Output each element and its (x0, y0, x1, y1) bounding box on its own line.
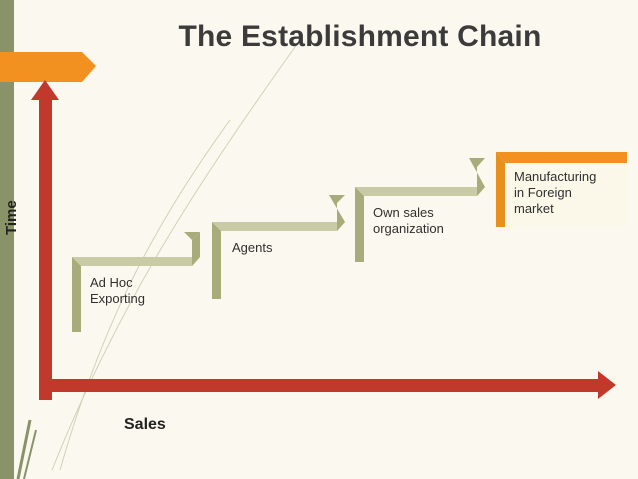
sales-axis-arrow (39, 371, 616, 399)
step-2-shape (212, 195, 345, 299)
step-label-manufacturing-in-foreign-market: Manufacturing in Foreign market (514, 169, 597, 216)
step-1-shape (72, 232, 200, 332)
step-3-shape (355, 158, 485, 262)
slide-title: The Establishment Chain (178, 20, 542, 53)
sales-axis-label: Sales (124, 416, 166, 433)
time-axis-arrow (31, 80, 59, 400)
time-axis-label: Time (3, 200, 20, 235)
decor-curve-2 (59, 119, 231, 471)
step-label-agents: Agents (232, 240, 273, 255)
decor-stripe-1 (16, 419, 32, 479)
step-4-shape (496, 152, 627, 227)
step-label-ad-hoc-exporting: Ad Hoc Exporting (90, 275, 145, 306)
left-accent-band (0, 0, 14, 479)
orange-banner-arrow (0, 52, 96, 82)
step-label-own-sales-organization: Own sales organization (373, 205, 444, 236)
decor-stripe-2 (23, 429, 37, 479)
